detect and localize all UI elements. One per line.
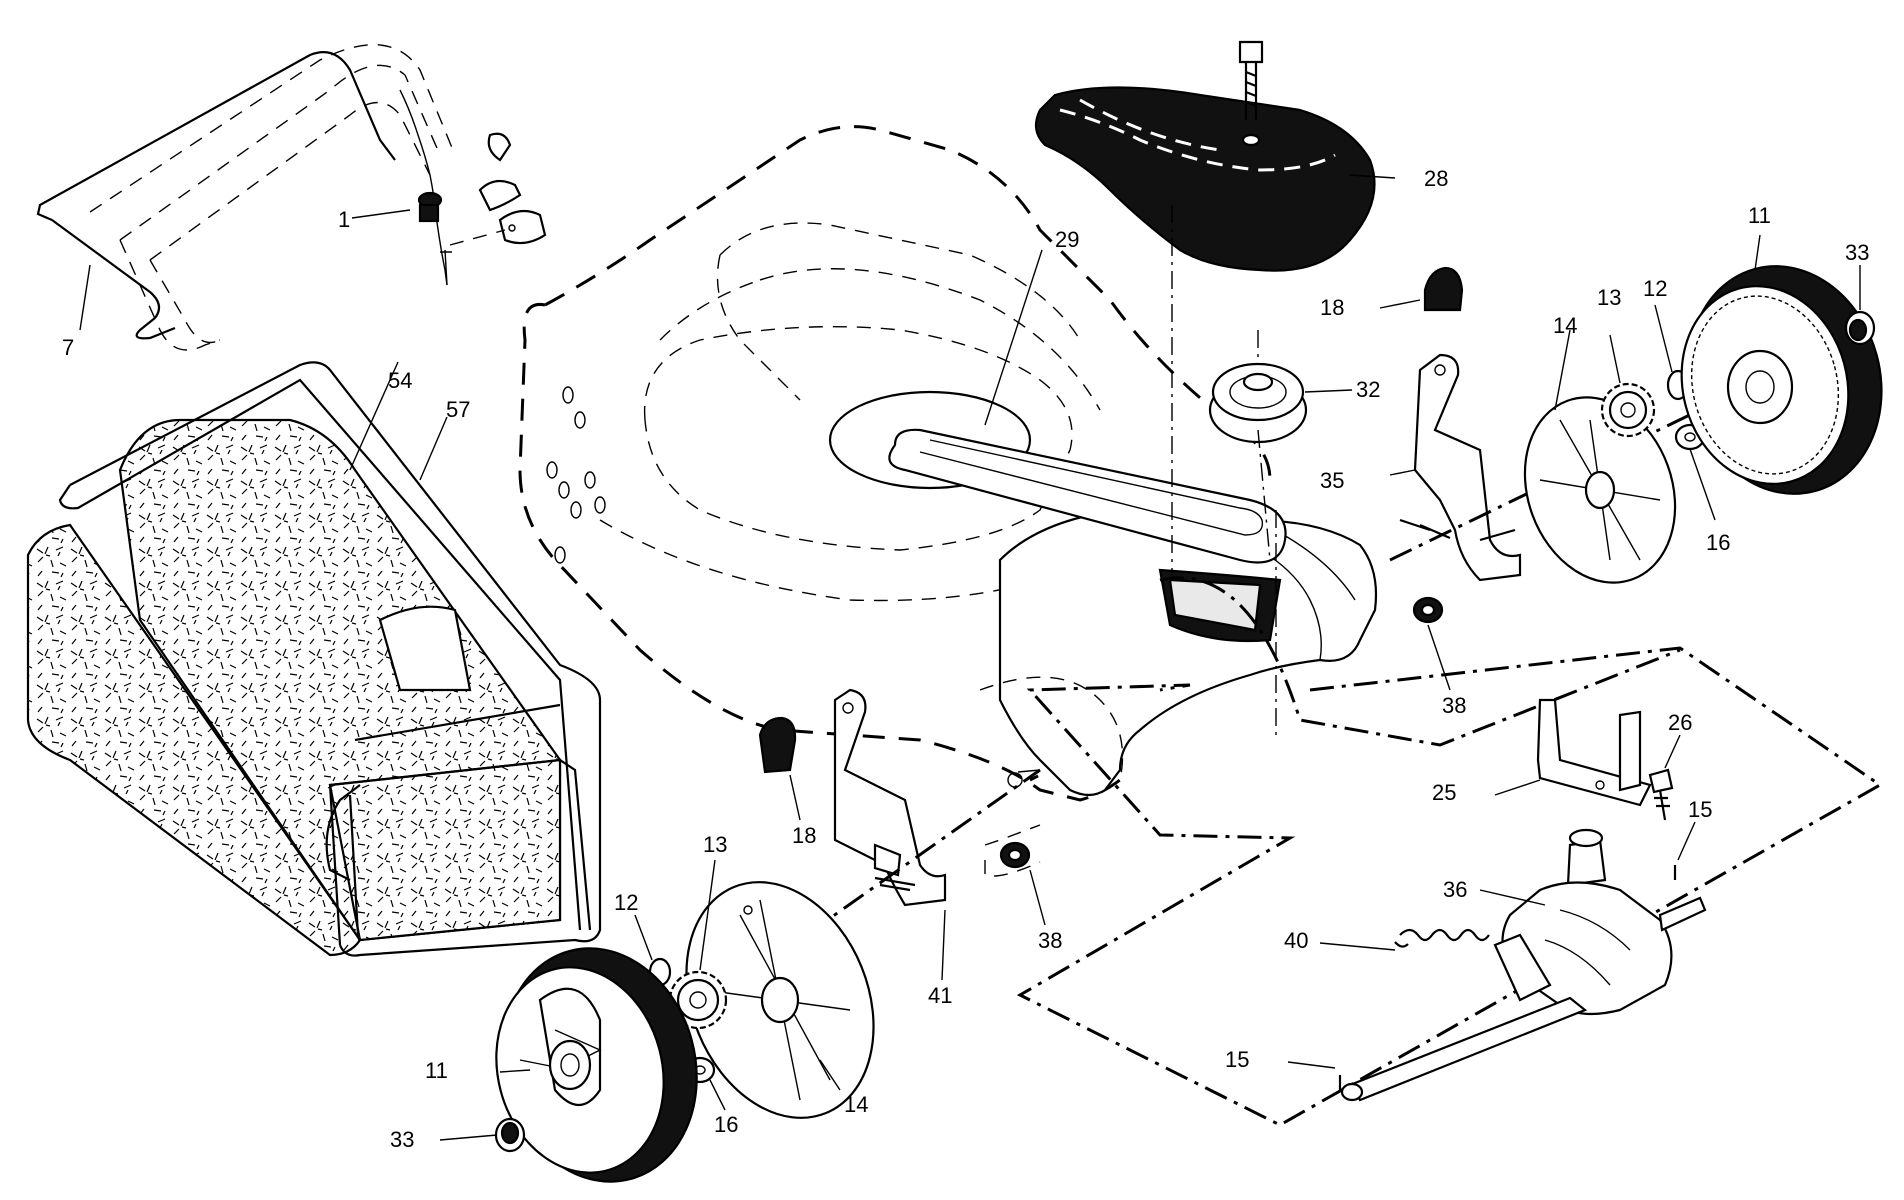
callout-7: 7: [62, 335, 74, 360]
handle-upper: [119, 64, 441, 351]
callout-12-left: 12: [614, 890, 638, 915]
shield: [1034, 40, 1396, 575]
callout-33-left: 33: [390, 1127, 414, 1152]
wheel-right: [1680, 265, 1883, 495]
handle-lower: [36, 51, 396, 222]
callout-54: 54: [388, 368, 412, 393]
callout-11-left: 11: [425, 1058, 448, 1083]
callout-labels: 1 7 54 57 29 28 32 18 35 14 13 12 11 33 …: [62, 166, 1869, 1152]
nut-33a: [1844, 310, 1876, 346]
callout-15-bottom: 15: [1225, 1047, 1249, 1072]
transmission-group: [1016, 510, 1883, 1127]
pulley: [1208, 330, 1353, 561]
cable: [399, 89, 448, 286]
callout-18-right: 18: [1320, 295, 1344, 320]
callout-14-right: 14: [1553, 313, 1577, 338]
grass-bag: [26, 361, 602, 957]
bolt-26: [1648, 768, 1674, 821]
callout-13-left: 13: [703, 832, 727, 857]
callout-41: 41: [928, 983, 952, 1008]
nut-33b: [494, 1117, 526, 1153]
callout-38-left: 38: [1038, 928, 1062, 953]
right-wheel-assembly: [1379, 234, 1883, 691]
callout-57: 57: [446, 397, 470, 422]
callout-35: 35: [1320, 468, 1344, 493]
boot: [1423, 266, 1464, 312]
callout-38-right: 38: [1442, 693, 1466, 718]
callout-26: 26: [1668, 710, 1692, 735]
bag-frame: [58, 361, 602, 957]
callout-11-right: 11: [1748, 203, 1771, 228]
boot-left: [758, 716, 797, 774]
handle-assembly: [36, 44, 547, 351]
deck-holes: [546, 386, 606, 564]
hubcap-left: [685, 881, 875, 1119]
callout-25: 25: [1432, 780, 1456, 805]
deck-outline: [518, 125, 1272, 802]
bracket: [1494, 698, 1652, 807]
callout-36: 36: [1443, 877, 1467, 902]
gear-left: [668, 970, 728, 1030]
shield-bolt: [1238, 40, 1264, 147]
callout-16-right: 16: [1706, 530, 1730, 555]
wheel-left: [495, 947, 698, 1183]
nut-38a: [1412, 596, 1444, 624]
transmission: [1340, 828, 1707, 1102]
callout-18-left: 18: [792, 823, 816, 848]
deck-housing: [998, 508, 1378, 797]
gear-right: [1600, 382, 1656, 438]
callout-14-left: 14: [844, 1092, 868, 1117]
height-adjuster: [1413, 353, 1522, 582]
callout-32: 32: [1356, 377, 1380, 402]
callout-33-right: 33: [1845, 240, 1869, 265]
callout-15-right: 15: [1688, 797, 1712, 822]
callout-1: 1: [338, 207, 350, 232]
callout-12-right: 12: [1643, 276, 1667, 301]
spring: [1394, 928, 1490, 948]
belt: [828, 249, 1287, 564]
handle-clamp: [449, 132, 547, 246]
callout-28: 28: [1424, 166, 1448, 191]
deck: [518, 125, 1378, 802]
drive-belt: [888, 428, 1287, 564]
callout-16-left: 16: [714, 1112, 738, 1137]
callout-13-right: 13: [1597, 285, 1621, 310]
hubcap-right: [1523, 396, 1677, 584]
callout-40: 40: [1284, 928, 1308, 953]
callout-29: 29: [1055, 227, 1079, 252]
left-wheel-assembly: [439, 688, 1046, 1183]
nut-38b: [999, 841, 1031, 869]
